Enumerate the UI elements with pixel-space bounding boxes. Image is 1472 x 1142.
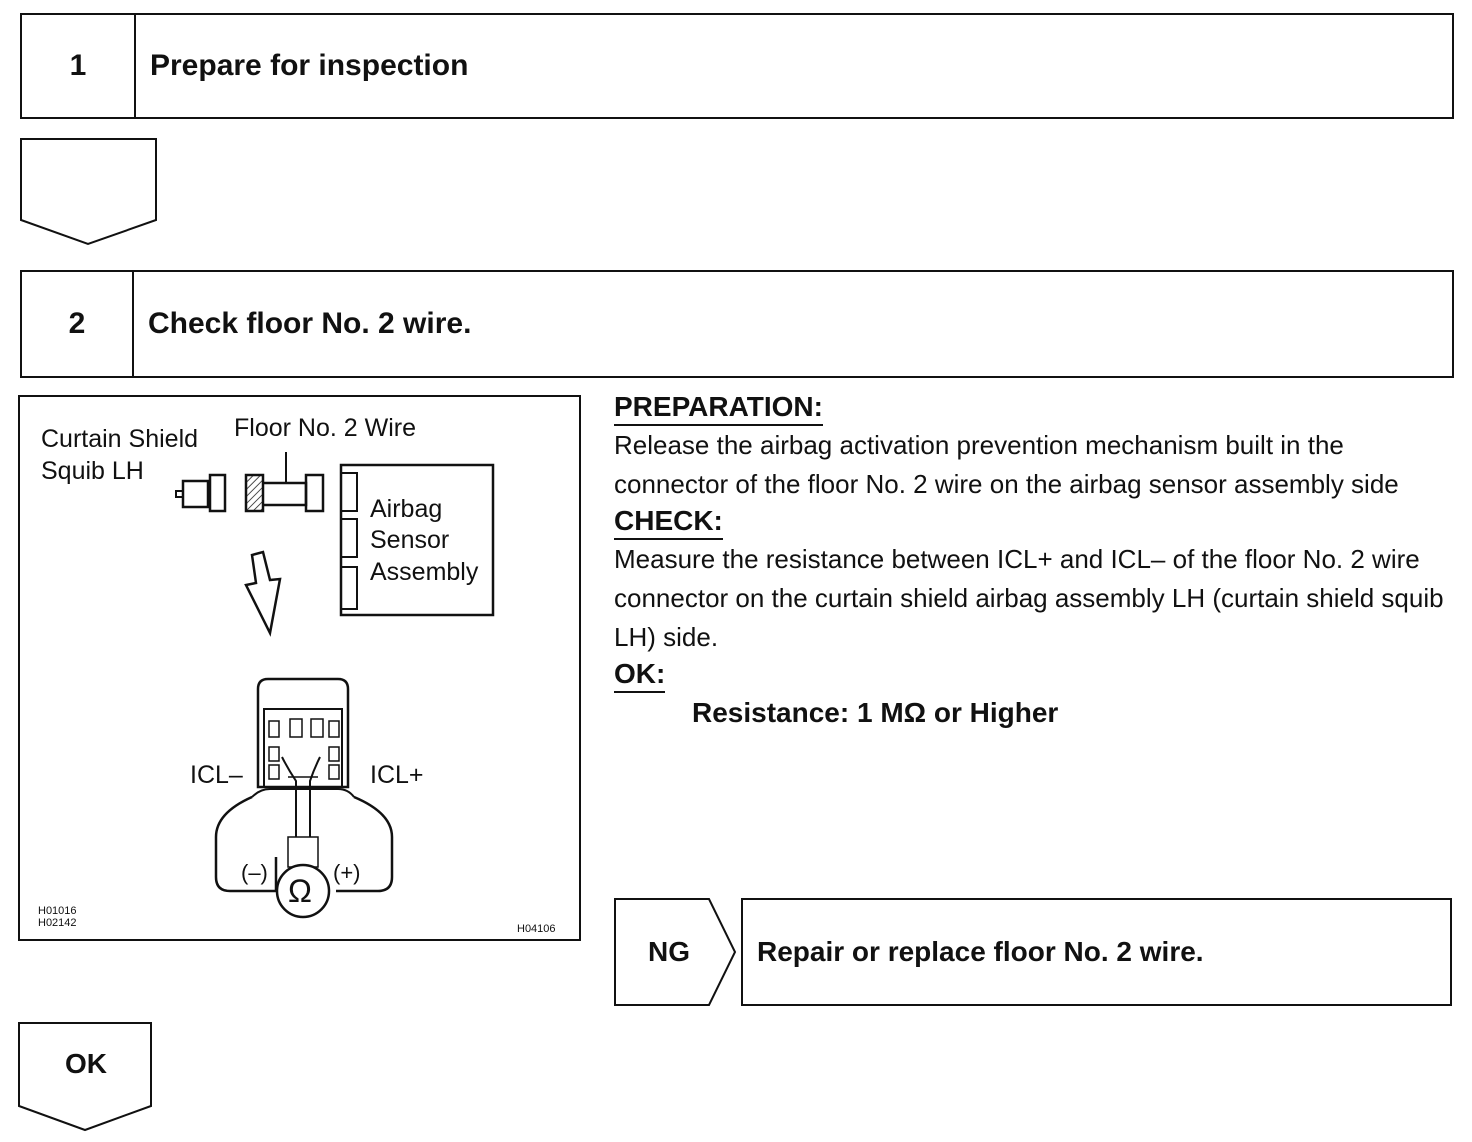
check-heading: CHECK: bbox=[614, 504, 723, 540]
ng-arrow-icon bbox=[614, 898, 737, 1006]
step-1-title: Prepare for inspection bbox=[150, 49, 469, 82]
label-curtain-shield: Curtain Shield bbox=[41, 425, 199, 453]
label-floor-wire: Floor No. 2 Wire bbox=[234, 414, 416, 442]
down-arrow-icon bbox=[20, 138, 157, 246]
flow-arrow-1 bbox=[20, 138, 158, 246]
step-1-box: 1 Prepare for inspection bbox=[20, 13, 1454, 119]
step-2-number: 2 bbox=[22, 272, 134, 376]
preparation-text: Release the airbag activation prevention… bbox=[614, 430, 1399, 499]
ng-action-box: Repair or replace floor No. 2 wire. bbox=[741, 898, 1452, 1006]
step-2-title: Check floor No. 2 wire. bbox=[148, 307, 472, 340]
figure-code-3: H04106 bbox=[517, 923, 556, 935]
preparation-heading: PREPARATION: bbox=[614, 390, 823, 426]
label-icl-minus: ICL– bbox=[190, 761, 243, 789]
label-airbag: Airbag bbox=[370, 495, 443, 523]
ng-label: NG bbox=[648, 936, 690, 967]
label-sensor: Sensor bbox=[370, 526, 450, 554]
figure-code-1: H01016 bbox=[38, 905, 77, 917]
label-assembly: Assembly bbox=[370, 558, 479, 586]
wiring-figure: Curtain Shield Squib LH Floor No. 2 Wire… bbox=[18, 395, 581, 941]
instructions-panel: PREPARATION: Release the airbag activati… bbox=[614, 390, 1462, 733]
label-negative: (–) bbox=[241, 860, 268, 885]
connector-diagram bbox=[175, 452, 495, 919]
label-icl-plus: ICL+ bbox=[370, 761, 424, 789]
ng-action-text: Repair or replace floor No. 2 wire. bbox=[757, 936, 1204, 967]
label-positive: (+) bbox=[333, 860, 361, 885]
ok-heading: OK: bbox=[614, 657, 666, 693]
ok-spec: Resistance: 1 MΩ or Higher bbox=[692, 697, 1059, 728]
check-text: Measure the resistance between ICL+ and … bbox=[614, 544, 1444, 652]
figure-code-2: H02142 bbox=[38, 917, 77, 929]
ok-label: OK bbox=[65, 1048, 107, 1079]
ok-arrow: OK bbox=[18, 1022, 154, 1134]
step-1-number: 1 bbox=[22, 15, 136, 117]
label-squib-lh: Squib LH bbox=[41, 457, 144, 485]
ohm-icon: Ω bbox=[288, 873, 312, 909]
step-2-box: 2 Check floor No. 2 wire. bbox=[20, 270, 1454, 378]
down-arrow-icon bbox=[18, 1022, 152, 1132]
